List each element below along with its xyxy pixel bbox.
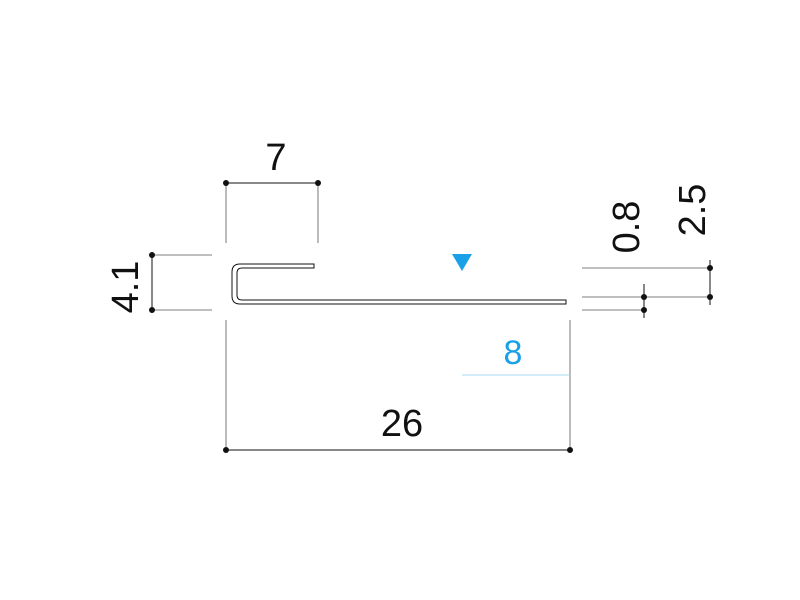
dot — [223, 447, 229, 453]
dot — [641, 294, 647, 300]
label-thickness: 0.8 — [606, 201, 648, 254]
dimension-dots — [149, 180, 713, 453]
dot — [567, 447, 573, 453]
label-height-left: 4.1 — [105, 261, 147, 314]
dot — [707, 294, 713, 300]
dot — [707, 265, 713, 271]
label-inner-offset: 8 — [504, 334, 523, 372]
dot — [223, 180, 229, 186]
label-right-height: 2.5 — [672, 184, 714, 237]
dot — [315, 180, 321, 186]
profile-outline — [231, 263, 567, 305]
extension-lines — [152, 183, 712, 450]
dot — [641, 307, 647, 313]
dot — [149, 307, 155, 313]
label-overall-width: 26 — [381, 403, 423, 445]
triangle-down-icon — [452, 254, 472, 271]
profile-section — [231, 263, 567, 305]
label-top-width: 7 — [265, 137, 286, 179]
dot — [149, 252, 155, 258]
